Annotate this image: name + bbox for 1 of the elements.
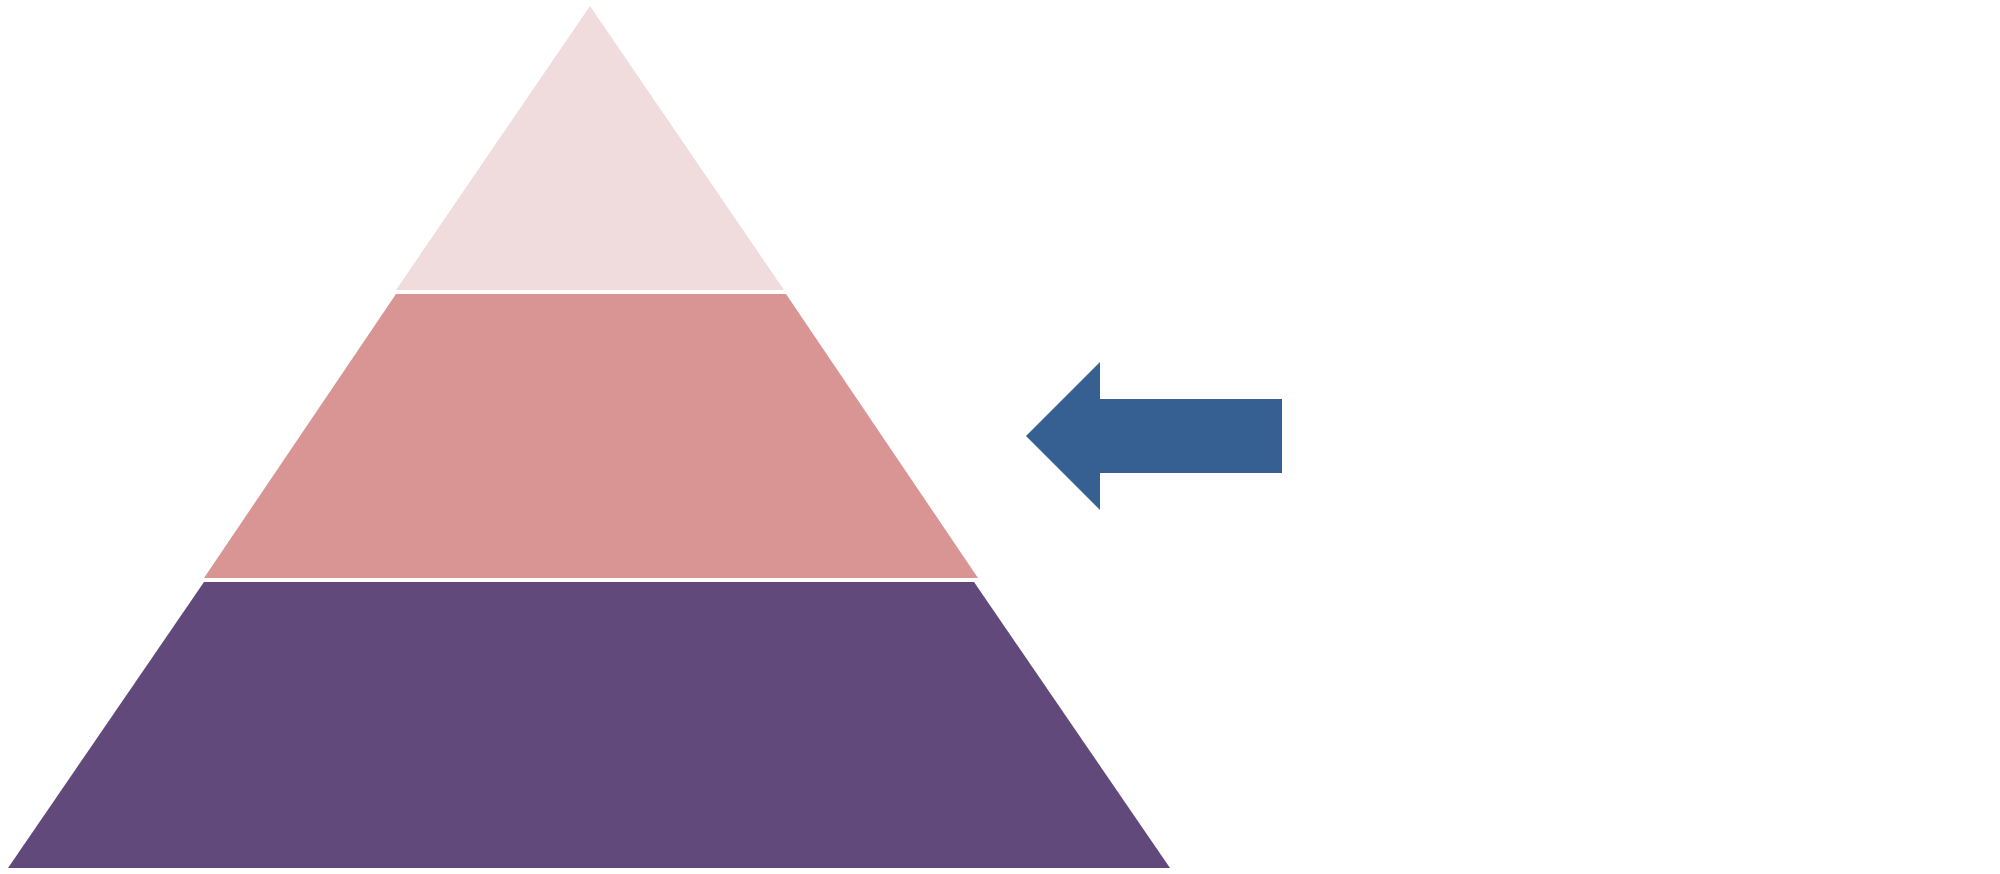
block-arrow bbox=[1026, 362, 1282, 510]
